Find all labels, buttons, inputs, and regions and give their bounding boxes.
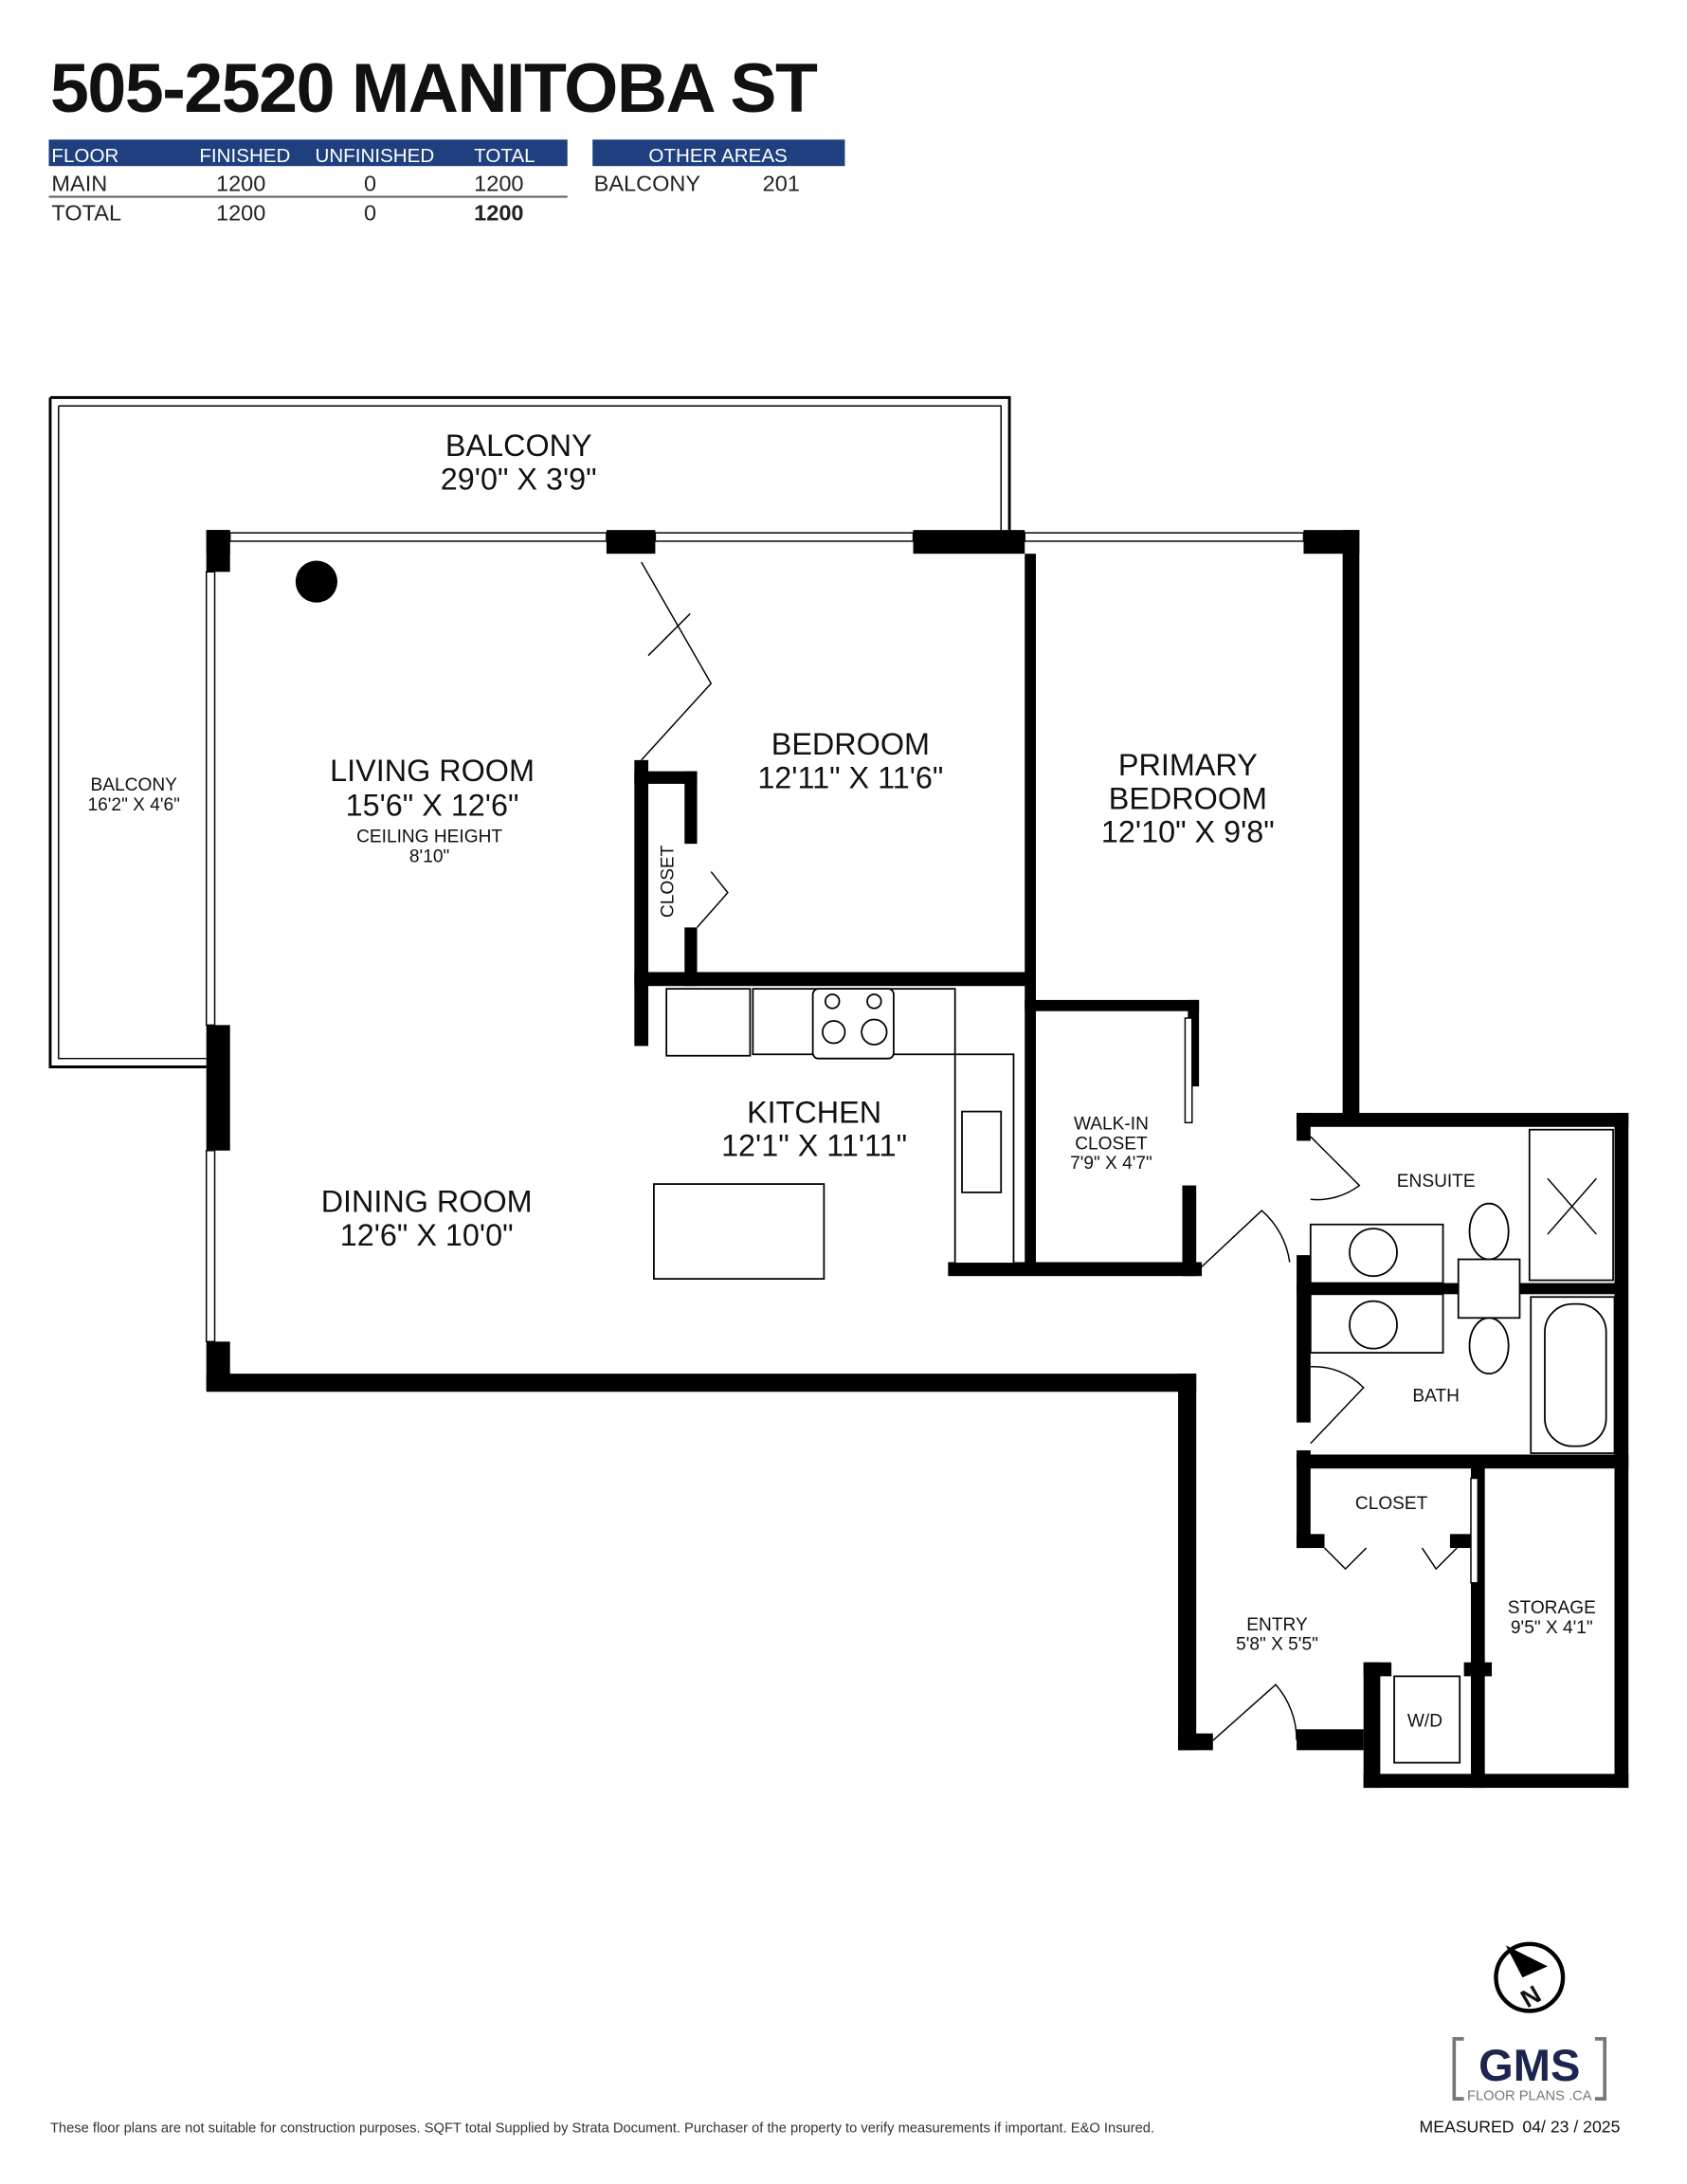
balcony-left-dims: 16'2" X 4'6" xyxy=(88,795,180,815)
bedroom-name: BEDROOM xyxy=(771,727,930,761)
ensuite-label: ENSUITE xyxy=(1397,1172,1476,1192)
walkin-dims: 7'9" X 4'7" xyxy=(1070,1154,1152,1174)
cell: 1200 xyxy=(474,172,523,196)
cell: TOTAL xyxy=(51,201,121,226)
floor-area-table: FLOOR FINISHED UNFINISHED TOTAL MAIN 120… xyxy=(48,139,568,226)
walkin-name-1: WALK-IN xyxy=(1074,1115,1149,1135)
cell: 201 xyxy=(763,172,800,196)
other-areas-header: OTHER AREAS xyxy=(648,145,787,167)
gms-logo: N GMS FLOOR PLANS .CA xyxy=(1452,1941,1607,2104)
col-unfinished: UNFINISHED xyxy=(315,145,434,167)
kitchen-dims: 12'1" X 11'11" xyxy=(721,1129,907,1163)
room-labels: BALCONY 29'0" X 3'9" BALCONY 16'2" X 4'6… xyxy=(88,428,1596,1731)
balcony-top-name: BALCONY xyxy=(445,428,592,463)
cell: 0 xyxy=(364,201,376,226)
logo-sub: FLOOR PLANS .CA xyxy=(1467,2089,1592,2104)
living-name: LIVING ROOM xyxy=(330,754,535,788)
entry-name: ENTRY xyxy=(1246,1615,1308,1635)
dining-name: DINING ROOM xyxy=(321,1185,533,1219)
kitchen-name: KITCHEN xyxy=(747,1095,881,1129)
disclaimer: These floor plans are not suitable for c… xyxy=(50,2120,1154,2136)
ceiling-height-label: CEILING HEIGHT xyxy=(356,828,502,847)
bath-label: BATH xyxy=(1412,1387,1460,1407)
storage-name: STORAGE xyxy=(1508,1598,1596,1618)
washer-dryer-label: W/D xyxy=(1407,1711,1442,1731)
cell: 1200 xyxy=(216,201,265,226)
balcony-left-name: BALCONY xyxy=(91,775,178,795)
closet-label: CLOSET xyxy=(1355,1494,1428,1514)
storage-dims: 9'5" X 4'1" xyxy=(1511,1618,1593,1638)
cell-total: 1200 xyxy=(474,201,523,226)
floor-plan xyxy=(48,395,1629,1789)
walkin-name-2: CLOSET xyxy=(1075,1134,1148,1154)
primary-dims: 12'10" X 9'8" xyxy=(1101,815,1275,849)
bedroom-dims: 12'11" X 11'6" xyxy=(757,760,943,794)
entry-dims: 5'8" X 5'5" xyxy=(1236,1634,1318,1654)
living-dims: 15'6" X 12'6" xyxy=(346,789,519,823)
cell: 0 xyxy=(364,172,376,196)
col-total: TOTAL xyxy=(474,145,535,167)
other-areas-table: OTHER AREAS BALCONY 201 xyxy=(592,139,845,196)
logo-brand: GMS xyxy=(1478,2040,1580,2090)
balcony-top-dims: 29'0" X 3'9" xyxy=(441,462,597,496)
primary-name-2: BEDROOM xyxy=(1109,781,1267,815)
ceiling-height-value: 8'10" xyxy=(409,846,449,866)
north-compass-icon: N xyxy=(1494,1941,1566,2013)
primary-name-1: PRIMARY xyxy=(1118,748,1258,782)
page-title: 505-2520 MANITOBA ST xyxy=(50,48,818,127)
dining-dims: 12'6" X 10'0" xyxy=(340,1218,514,1252)
col-floor: FLOOR xyxy=(51,145,118,167)
closet-vertical-label: CLOSET xyxy=(659,845,679,918)
col-finished: FINISHED xyxy=(199,145,290,167)
cell: 1200 xyxy=(216,172,265,196)
measured-date: 04/ 23 / 2025 xyxy=(1522,2117,1620,2136)
cell: BALCONY xyxy=(594,172,701,196)
measured-label: MEASURED xyxy=(1420,2117,1515,2136)
cell: MAIN xyxy=(51,172,107,196)
